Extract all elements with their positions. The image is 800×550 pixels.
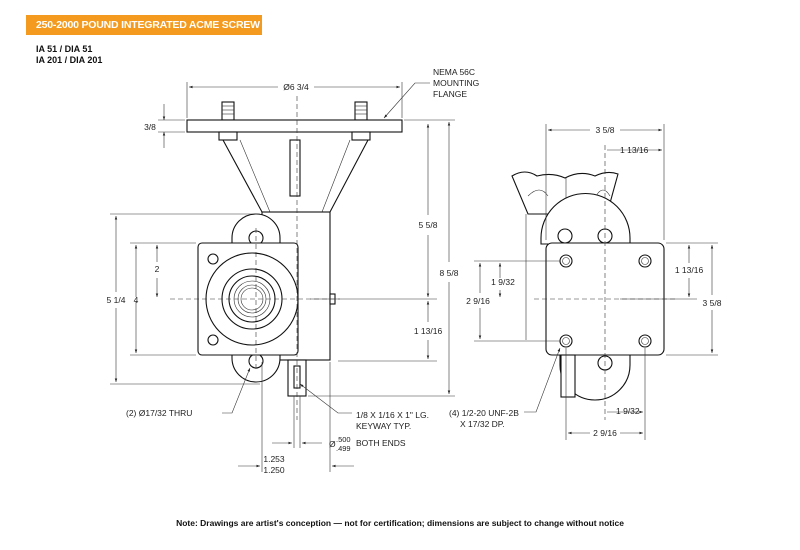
side-dim-bolt-half-v: 1 9/32 [491, 277, 515, 287]
flange-nut-right [351, 131, 371, 141]
side-dim-bolt-half-h: 1 9/32 [616, 406, 640, 416]
dim-left-2: 2 [155, 264, 160, 274]
front-bolt-hole-2 [207, 334, 219, 346]
model-list: IA 51 / DIA 51 IA 201 / DIA 201 [36, 44, 102, 66]
side-output-shaft [560, 354, 576, 398]
dim-flange-thickness: 3/8 [144, 122, 156, 132]
side-dim-width: 3 5/8 [596, 125, 615, 135]
front-bolt-hole-1 [207, 253, 219, 265]
side-dim-bolt-full-h: 2 9/16 [593, 428, 617, 438]
keyway-note-line-1: 1/8 X 1/16 X 1" LG. [356, 410, 429, 420]
nema-note-line-2: MOUNTING [433, 78, 479, 88]
dim-left-4: 4 [134, 295, 139, 305]
nema-note-line-3: FLANGE [433, 89, 467, 99]
dim-overall-width: Ø6 3/4 [283, 82, 309, 92]
model-line-1: IA 51 / DIA 51 [36, 44, 93, 54]
tapped-note-line-1: (4) 1/2-20 UNF-2B [449, 408, 519, 418]
side-dim-half-height: 1 13/16 [675, 265, 704, 275]
side-dim-bolt-full-v: 2 9/16 [466, 296, 490, 306]
side-view-dimensions: 3 5/8 1 13/16 3 5/8 1 13/16 1 9/32 2 9/1… [449, 124, 722, 440]
nema-flange-plate [186, 119, 403, 133]
footer-note: Note: Drawings are artist's conception —… [176, 518, 624, 528]
dim-shaft-2: 1.250 [263, 465, 285, 475]
flange-nut-left [218, 131, 238, 141]
flange-stud-right [354, 101, 368, 121]
nema-note-line-1: NEMA 56C [433, 67, 475, 77]
front-view-dimensions: Ø6 3/4 NEMA 56C MOUNTING FLANGE 3/8 5 5/… [107, 67, 480, 475]
model-line-2: IA 201 / DIA 201 [36, 55, 103, 65]
page-title: 250-2000 POUND INTEGRATED ACME SCREW [36, 19, 260, 31]
side-upper-ear [540, 192, 631, 245]
dim-shaft-1: 1.253 [263, 454, 285, 464]
page-title-banner: 250-2000 POUND INTEGRATED ACME SCREW [26, 15, 262, 35]
side-view [511, 145, 676, 420]
tapped-note-line-2: X 17/32 DP. [460, 419, 505, 429]
both-ends-note: BOTH ENDS [356, 438, 406, 448]
tapped-hole-4 [638, 334, 652, 348]
shaft-dia-lower: .499 [336, 444, 351, 453]
side-dim-half-width: 1 13/16 [620, 145, 649, 155]
keyway-note-line-2: KEYWAY TYP. [356, 421, 411, 431]
dim-housing-height: 5 1/4 [107, 295, 126, 305]
flange-stud-left [221, 101, 235, 121]
adapter-keyslot [289, 139, 301, 197]
shaft-dia-prefix: Ø [329, 439, 336, 449]
dim-upper-height: 5 5/8 [419, 220, 438, 230]
shaft-dia-upper: .500 [336, 435, 351, 444]
dim-lower-offset: 1 13/16 [414, 326, 443, 336]
dim-overall-height: 8 5/8 [440, 268, 459, 278]
front-view [170, 96, 403, 420]
thru-holes-note: (2) Ø17/32 THRU [126, 408, 192, 418]
side-dim-height: 3 5/8 [703, 298, 722, 308]
tapped-hole-2 [638, 254, 652, 268]
